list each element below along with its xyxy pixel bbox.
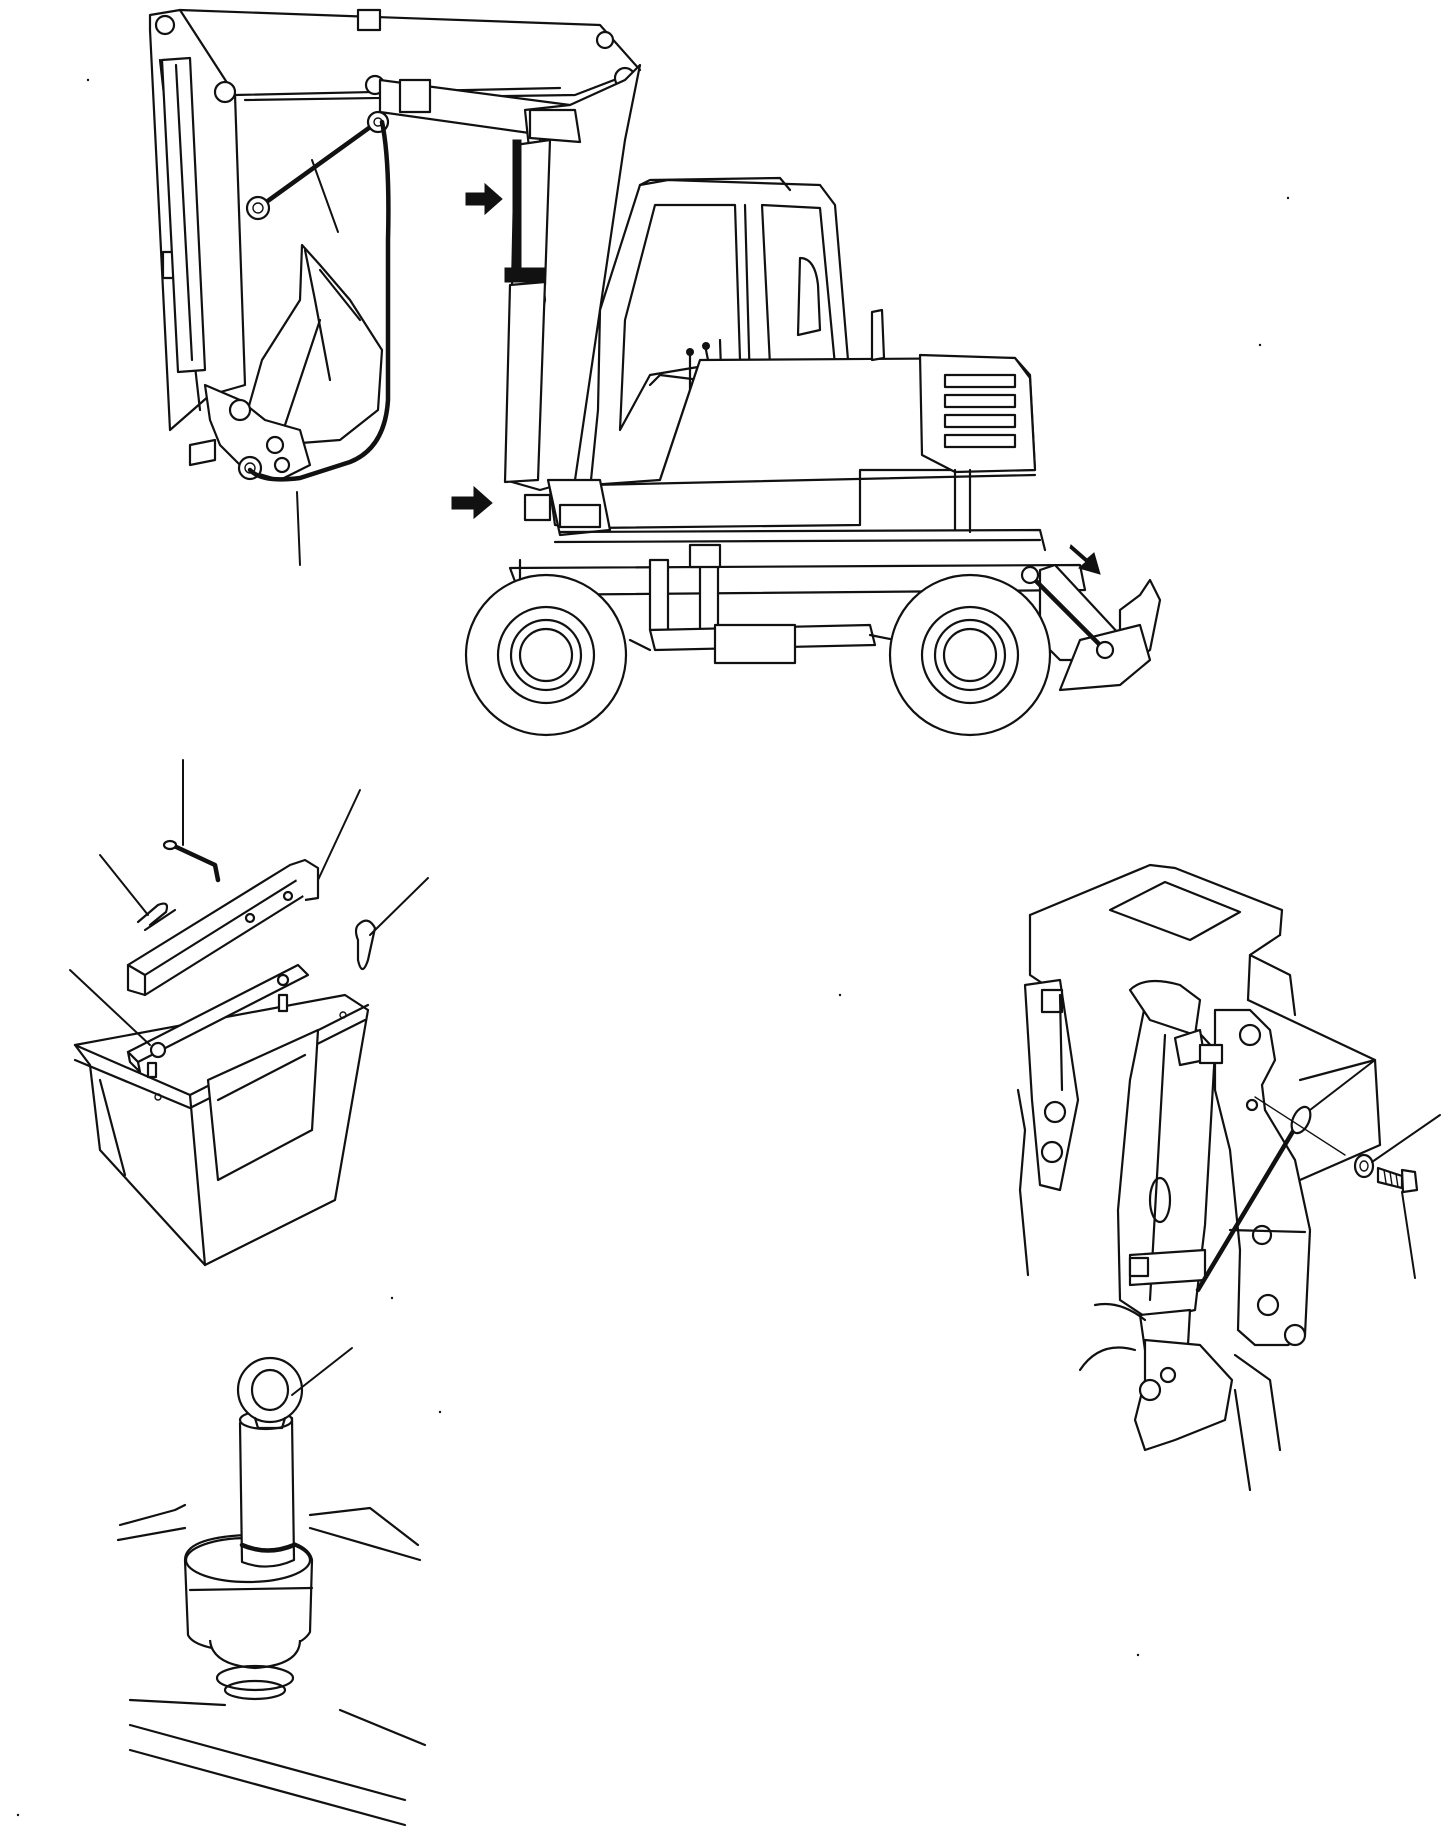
r-clip-left: [136, 902, 177, 932]
arm-lock-rod: [245, 110, 390, 221]
upper-structure: [548, 308, 1037, 534]
leader-r-clip-left: [99, 854, 149, 916]
lock-pin: [238, 1416, 296, 1568]
leader-channel: [317, 789, 361, 881]
cab: [588, 176, 850, 492]
leader-r-clip-right: [369, 877, 429, 936]
lifting-eye-pin-detail: [116, 1347, 427, 1827]
bucket-linkage: [188, 383, 312, 482]
leader-bolt: [1401, 1191, 1416, 1279]
l-pin: [169, 842, 221, 883]
leader-detail-cable: [1309, 1059, 1376, 1111]
bucket: [243, 243, 384, 447]
boom-cylinder-lock-detail: [1016, 863, 1441, 1492]
bucket-cylinder: [160, 56, 207, 374]
arrow-marker-axle: [1069, 544, 1101, 575]
excavator-side-view: [148, 8, 1162, 737]
washer: [1353, 1153, 1375, 1179]
leader-bucket-cable: [296, 491, 301, 566]
bucket-lock-cable: [247, 119, 391, 482]
leader-eye-ring: [291, 1347, 353, 1396]
leader-bottom-plate: [69, 969, 151, 1046]
lock-plate-box-detail: [69, 759, 429, 1267]
boom-cylinder: [503, 138, 552, 484]
arrow-marker-swing: [451, 485, 493, 520]
r-clip-right: [354, 919, 377, 971]
swing-base: [523, 478, 1047, 552]
leader-washer: [1371, 1114, 1441, 1163]
arrow-marker-boom: [465, 182, 503, 216]
leader-arm-lock-rod: [311, 159, 339, 233]
rear-wheel: [464, 573, 628, 737]
detail-lock-cable: [1195, 1125, 1298, 1293]
front-wheel: [888, 573, 1052, 737]
boom-bracket-plate: [1213, 1008, 1312, 1347]
scan-specks: [16, 78, 1290, 1817]
